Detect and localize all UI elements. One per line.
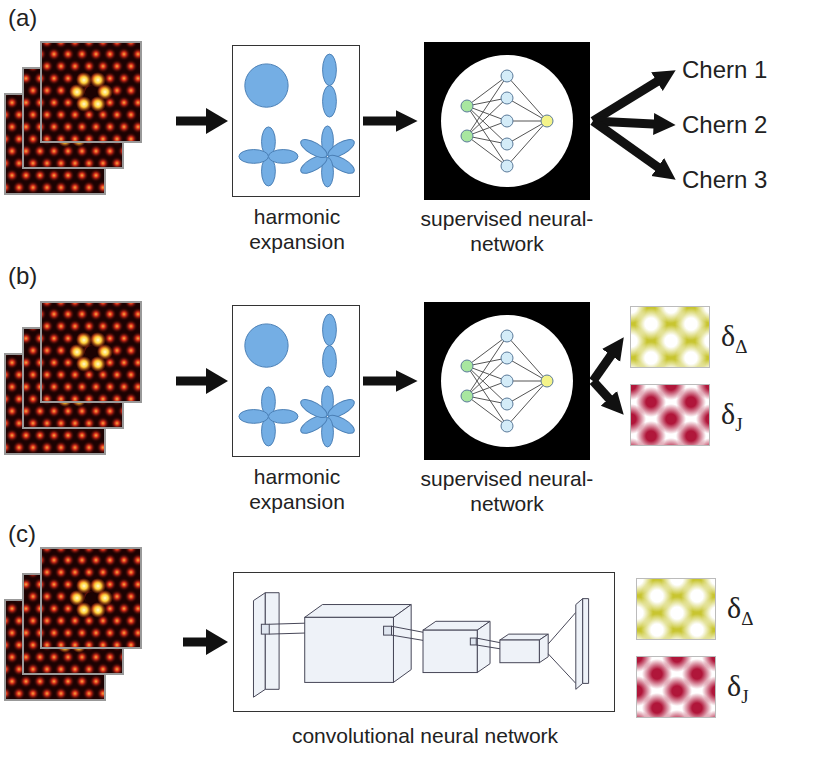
box-illustration xyxy=(233,306,359,456)
panel-label: (b) xyxy=(8,262,37,290)
network-box: supervised neural-network xyxy=(424,302,590,460)
box-illustration xyxy=(233,46,359,196)
harmonic-box: harmonic expansion xyxy=(232,305,360,457)
chern-label: Chern 3 xyxy=(682,166,767,194)
flow-arrow xyxy=(593,79,661,121)
box-caption: supervised neural-network xyxy=(400,466,614,516)
box-caption: harmonic expansion xyxy=(209,464,385,514)
panel-label: (a) xyxy=(8,4,37,32)
chern-label: Chern 1 xyxy=(682,56,767,84)
box-caption: harmonic expansion xyxy=(209,204,385,254)
map-label: δΔ xyxy=(727,591,753,630)
output-label: Chern 3 xyxy=(682,166,767,194)
map-square: δJ xyxy=(630,384,710,446)
map-label: δΔ xyxy=(721,319,747,358)
map-square: δΔ xyxy=(636,578,716,640)
map-label: δJ xyxy=(727,669,749,708)
panel-label: (c) xyxy=(8,520,36,548)
map-label: δJ xyxy=(721,397,743,436)
map-square: δJ xyxy=(636,656,716,718)
cnn-box: convolutional neural network xyxy=(233,572,615,712)
box-illustration xyxy=(424,42,590,200)
network-box: supervised neural-network xyxy=(424,42,590,200)
box-illustration xyxy=(234,573,614,711)
flow-arrow xyxy=(593,121,661,170)
flow-arrow xyxy=(363,377,400,386)
flow-arrow xyxy=(363,117,400,126)
box-caption: supervised neural-network xyxy=(400,206,614,256)
output-label: Chern 1 xyxy=(682,56,767,84)
box-illustration xyxy=(424,302,590,460)
harmonic-box: harmonic expansion xyxy=(232,45,360,197)
input-arrow xyxy=(176,108,228,655)
chern-label: Chern 2 xyxy=(682,111,767,139)
flow-arrow xyxy=(593,352,614,381)
box-caption: convolutional neural network xyxy=(210,723,640,748)
map-square: δΔ xyxy=(630,306,710,368)
flow-arrow xyxy=(593,381,612,402)
output-label: Chern 2 xyxy=(682,111,767,139)
